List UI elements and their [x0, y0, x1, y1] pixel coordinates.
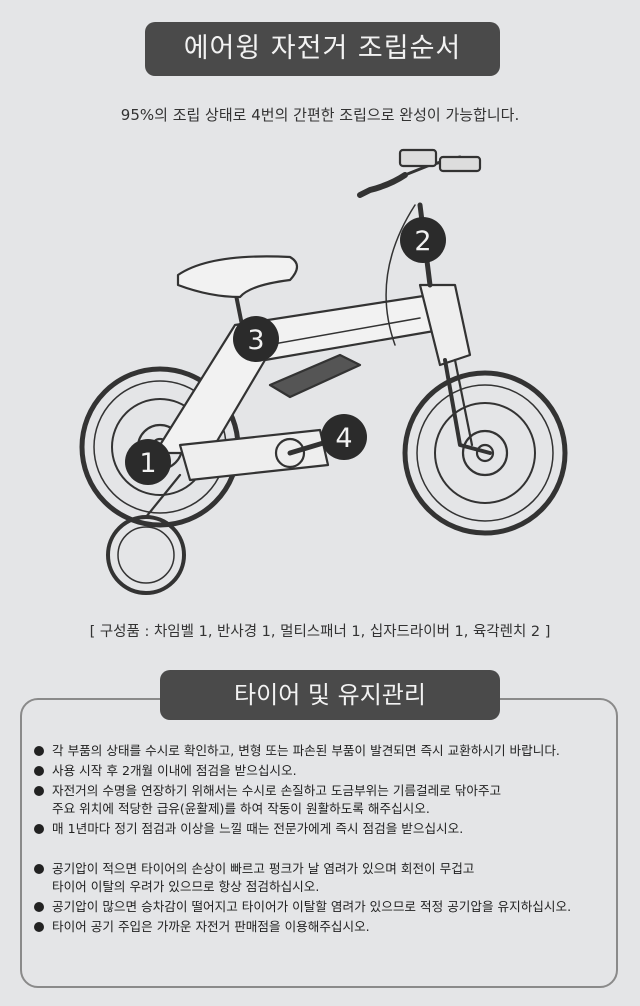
- bullet-dot-icon: [34, 922, 44, 932]
- bullet-dot-icon: [34, 746, 44, 756]
- components-list: [ 구성품 : 차임벨 1, 반사경 1, 멀티스패너 1, 십자드라이버 1,…: [89, 624, 551, 640]
- step-label-3: 3: [247, 325, 264, 356]
- step-label-4: 4: [335, 423, 352, 454]
- training-wheel: [106, 515, 186, 595]
- page-title: 에어윙 자전거 조립순서: [145, 22, 500, 76]
- intro-text: 95%의 조립 상태로 4번의 간편한 조립으로 완성이 가능합니다.: [120, 106, 520, 124]
- care-bullet: 공기압이 많으면 승차감이 떨어지고 타이어가 이탈할 염려가 있으므로 적정 …: [34, 898, 624, 916]
- bullet-dot-icon: [34, 824, 44, 834]
- bullet-dot-icon: [34, 766, 44, 776]
- step-badge-1: 1: [125, 439, 171, 485]
- bullet-dot-icon: [34, 902, 44, 912]
- care-bullet-list: 각 부품의 상태를 수시로 확인하고, 변형 또는 파손된 부품이 발견되면 즉…: [34, 742, 624, 938]
- bike-assembly-diagram: 1 2 3 4: [79, 148, 568, 595]
- care-bullet-text: 타이어 공기 주입은 가까운 자전거 판매점을 이용해주십시오.: [52, 919, 370, 934]
- step-label-1: 1: [139, 448, 156, 479]
- care-bullet: 매 1년마다 정기 점검과 이상을 느낄 때는 전문가에게 즉시 점검을 받으십…: [34, 820, 624, 838]
- step-badge-4: 4: [321, 414, 367, 460]
- care-bullet-text: 공기압이 많으면 승차감이 떨어지고 타이어가 이탈할 염려가 있으므로 적정 …: [52, 899, 572, 914]
- care-bullet-text: 타이어 이탈의 우려가 있으므로 항상 점검하십시오.: [52, 879, 320, 894]
- handlebar: [357, 172, 408, 198]
- care-bullet: 자전거의 수명을 연장하기 위해서는 수시로 손질하고 도금부위는 기름걸레로 …: [34, 782, 624, 818]
- care-bullet: 공기압이 적으면 타이어의 손상이 빠르고 펑크가 날 염려가 있으며 회전이 …: [34, 860, 624, 896]
- front-tire: [402, 370, 568, 536]
- care-bullet: 타이어 공기 주입은 가까운 자전거 판매점을 이용해주십시오.: [34, 918, 624, 936]
- care-bullet-text: 자전거의 수명을 연장하기 위해서는 수시로 손질하고 도금부위는 기름걸레로 …: [52, 783, 502, 798]
- step-badge-2: 2: [400, 217, 446, 263]
- saddle: [176, 255, 299, 299]
- step-label-2: 2: [414, 226, 431, 257]
- care-bullet-text: 각 부품의 상태를 수시로 확인하고, 변형 또는 파손된 부품이 발견되면 즉…: [52, 743, 560, 758]
- step-badge-3: 3: [233, 316, 279, 362]
- care-bullet: 사용 시작 후 2개월 이내에 점검을 받으십시오.: [34, 762, 624, 780]
- care-bullet-text: 공기압이 적으면 타이어의 손상이 빠르고 펑크가 날 염려가 있으며 회전이 …: [52, 861, 475, 876]
- care-bullet-text: 사용 시작 후 2개월 이내에 점검을 받으십시오.: [52, 763, 297, 778]
- bullet-dot-icon: [34, 864, 44, 874]
- care-bullet: 각 부품의 상태를 수시로 확인하고, 변형 또는 파손된 부품이 발견되면 즉…: [34, 742, 624, 760]
- care-bullet-text: 주요 위치에 적당한 급유(윤활제)를 하여 작동이 원활하도록 해주십시오.: [52, 801, 430, 816]
- care-section-title: 타이어 및 유지관리: [160, 670, 500, 720]
- step-badges: 1 2 3 4: [125, 217, 446, 485]
- bullet-dot-icon: [34, 786, 44, 796]
- care-bullet-text: 매 1년마다 정기 점검과 이상을 느낄 때는 전문가에게 즉시 점검을 받으십…: [52, 821, 464, 836]
